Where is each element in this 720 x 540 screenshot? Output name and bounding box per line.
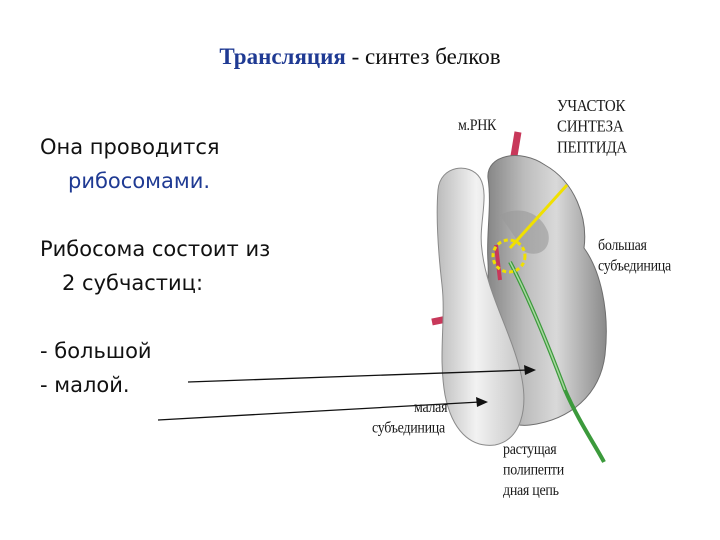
- mrna-strand-middle: [494, 244, 502, 281]
- synthesis-site-pointer: [508, 183, 569, 250]
- slide-body: Она проводится рибосомами. Рибосома сост…: [40, 130, 340, 402]
- title-keyword: Трансляция: [219, 44, 346, 69]
- small-subunit-arrow: [157, 401, 481, 421]
- text-line-5: - большой: [40, 339, 152, 363]
- text-line-6: - малой.: [40, 373, 130, 397]
- text-line-4: 2 субчастиц:: [62, 271, 204, 295]
- mrna-label: м.РНК: [458, 117, 497, 135]
- large-subunit-arrow: [187, 369, 529, 383]
- growing-chain-label: растущая полипепти дная цепь: [503, 441, 564, 500]
- small-subunit-label: малая субъединица: [372, 399, 448, 438]
- synthesis-site-marker: [491, 238, 527, 274]
- text-line-3: Рибосома состоит из: [40, 237, 271, 261]
- synthesis-site-label: УЧАСТОК СИНТЕЗА ПЕПТИДА: [557, 97, 627, 157]
- small-subunit: [436, 167, 525, 446]
- slide-title: Трансляция - синтез белков: [0, 44, 720, 70]
- text-line-2: рибосомами.: [68, 169, 211, 193]
- title-rest: - синтез белков: [345, 44, 501, 69]
- text-line-1: Она проводится: [40, 135, 220, 159]
- large-subunit-label: большая субъединица: [598, 237, 671, 276]
